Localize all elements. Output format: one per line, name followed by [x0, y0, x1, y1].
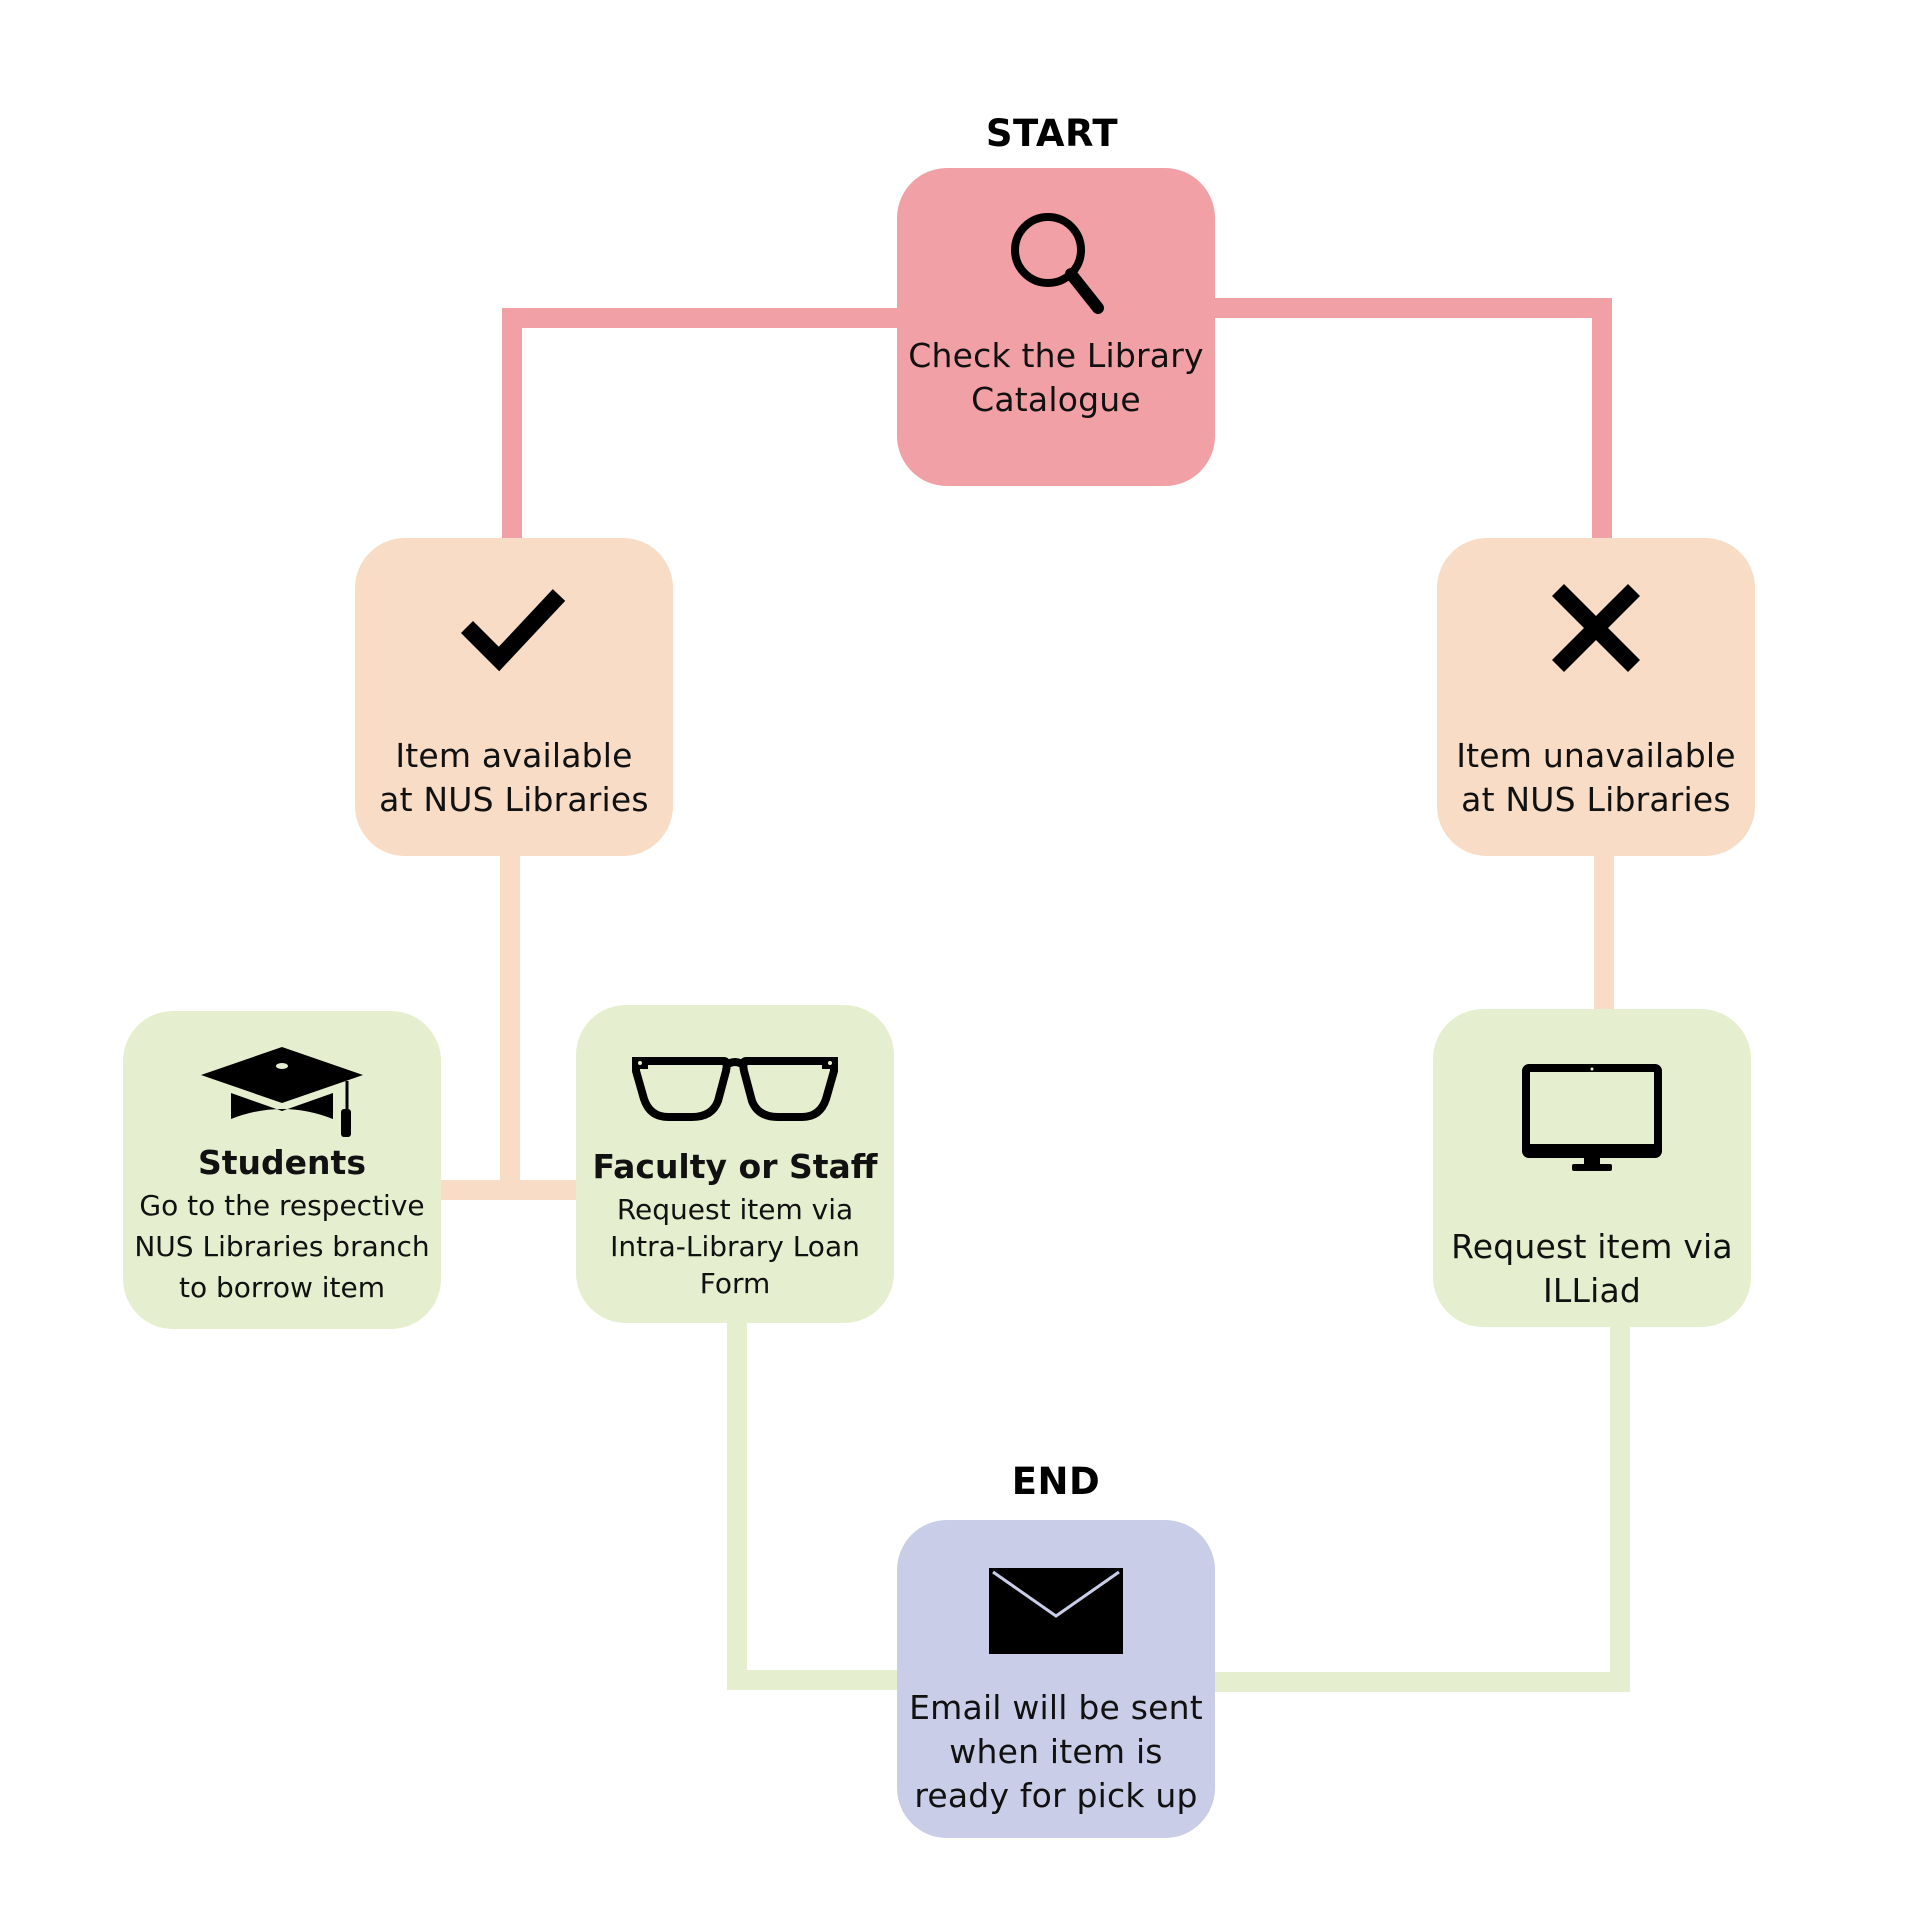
node-faculty-staff: Faculty or Staff Request item via Intra-…: [576, 1005, 894, 1323]
node-check-catalogue-text: Check the Library Catalogue: [908, 336, 1204, 419]
connector-illiad-to-end: [1212, 1325, 1630, 1692]
node-email-notification-text: Email will be sent when item is ready fo…: [909, 1688, 1203, 1815]
envelope-icon: [987, 1566, 1125, 1656]
node-students-title: Students: [198, 1143, 366, 1182]
node-email-notification: Email will be sent when item is ready fo…: [897, 1520, 1215, 1838]
node-check-catalogue: Check the Library Catalogue: [897, 168, 1215, 486]
monitor-icon: [1522, 1061, 1662, 1179]
graduation-cap-icon: [197, 1041, 367, 1141]
checkmark-icon: [459, 578, 569, 678]
node-request-illiad-text: Request item via ILLiad: [1451, 1227, 1733, 1310]
node-request-illiad: Request item via ILLiad: [1433, 1009, 1751, 1327]
node-item-unavailable-text: Item unavailable at NUS Libraries: [1456, 736, 1736, 819]
connector-start-to-unavailable: [1212, 298, 1612, 540]
glasses-icon: [632, 1055, 838, 1121]
cross-icon: [1548, 578, 1644, 678]
node-students-text: Go to the respective NUS Libraries branc…: [134, 1189, 430, 1304]
connector-start-to-available: [502, 308, 900, 540]
connector-faculty-to-end: [727, 1320, 900, 1690]
end-label: END: [1011, 1460, 1101, 1503]
node-item-available: Item available at NUS Libraries: [355, 538, 673, 856]
node-item-unavailable: Item unavailable at NUS Libraries: [1437, 538, 1755, 856]
start-label: START: [985, 112, 1119, 155]
node-faculty-staff-text: Request item via Intra-Library Loan Form: [610, 1193, 860, 1300]
search-icon: [1006, 208, 1106, 320]
node-students: Students Go to the respective NUS Librar…: [123, 1011, 441, 1329]
node-faculty-staff-title: Faculty or Staff: [592, 1147, 878, 1186]
node-item-available-text: Item available at NUS Libraries: [379, 736, 649, 819]
